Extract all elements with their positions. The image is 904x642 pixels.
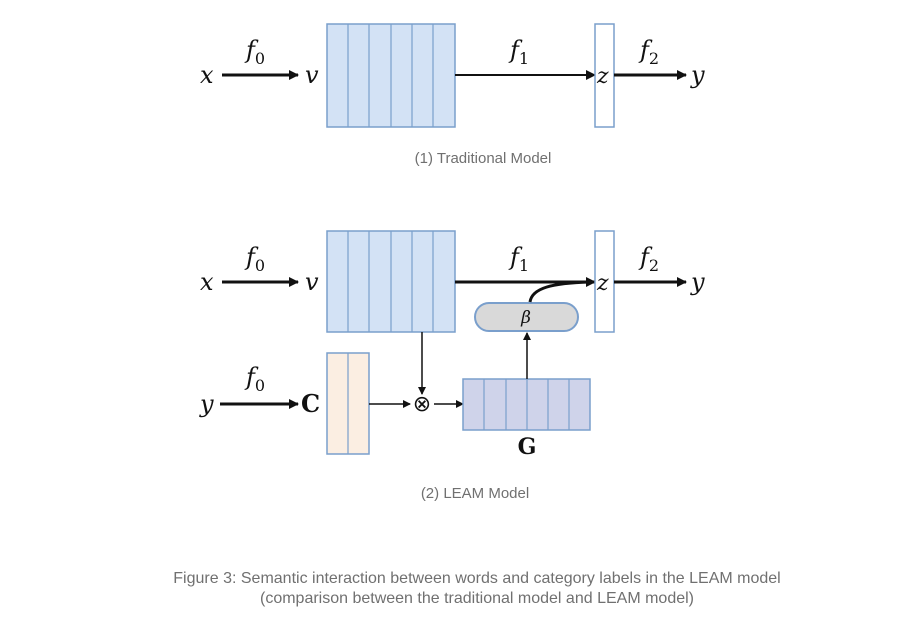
leam-label-input-y: y — [199, 390, 214, 418]
leam-word-embedding-block — [326, 230, 456, 333]
leam-output-y: y — [690, 268, 705, 296]
trad-z-label: z — [596, 64, 609, 89]
trad-f1-label: f1 — [508, 36, 529, 68]
multiply-icon: ⊗ — [413, 392, 431, 417]
leam-f2-label: f2 — [638, 243, 659, 275]
trad-f2-label: f2 — [638, 36, 659, 68]
g-label: G — [518, 434, 537, 460]
trad-input-x: x — [200, 61, 214, 89]
leam-label-f0-label: f0 — [244, 363, 265, 395]
trad-caption: (1) Traditional Model — [415, 150, 552, 167]
leam-f0-label: f0 — [244, 243, 265, 275]
leam-f1-label: f1 — [508, 243, 529, 275]
trad-f0-label: f0 — [244, 36, 265, 68]
leam-v-label: v — [305, 268, 319, 296]
label-embedding-block-c — [326, 352, 370, 455]
trad-word-embedding-block — [326, 23, 456, 128]
leam-model-diagram: x f0 v f1 z f2 y β y f0 C — [199, 230, 705, 502]
trad-v-label: v — [305, 61, 319, 89]
leam-caption: (2) LEAM Model — [421, 485, 529, 502]
beta-attention-pill — [474, 302, 579, 332]
beta-label: β — [520, 308, 531, 328]
beta-to-z-curve — [528, 280, 591, 303]
trad-output-y: y — [690, 61, 705, 89]
figure-caption-line-2: (comparison between the traditional mode… — [260, 590, 694, 607]
leam-z-label: z — [596, 271, 609, 296]
c-label: C — [301, 389, 320, 418]
traditional-model-diagram: x f0 v f1 z f2 y (1) Traditional Model — [200, 23, 705, 167]
leam-input-x: x — [200, 268, 214, 296]
compatibility-matrix-g — [462, 378, 591, 431]
figure-caption-line-1: Figure 3: Semantic interaction between w… — [173, 570, 780, 587]
